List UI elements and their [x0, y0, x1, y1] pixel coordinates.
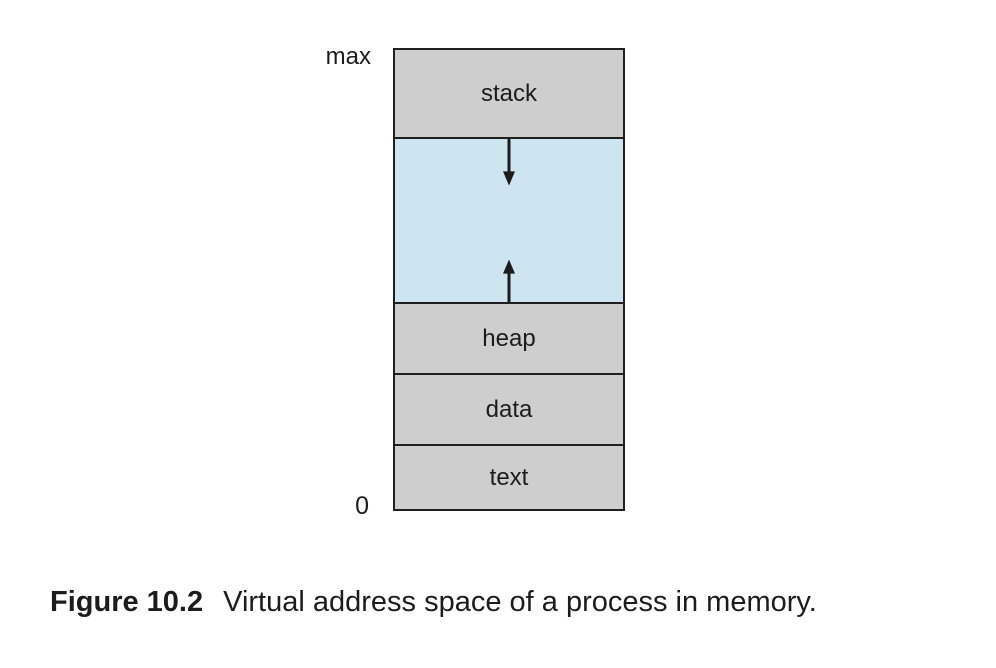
arrow-up-icon [503, 259, 515, 302]
figure-caption-text: Virtual address space of a process in me… [223, 586, 817, 618]
stack-section-label: stack [480, 79, 537, 107]
memory-section-stack: stack [395, 50, 623, 137]
address-space-diagram: stack heap data text [393, 48, 625, 511]
figure-number: Figure 10.2 [50, 586, 204, 618]
memory-section-data: data [395, 373, 623, 444]
heap-section-label: heap [482, 324, 536, 352]
memory-section-heap: heap [395, 302, 623, 373]
growth-arrows [503, 139, 515, 302]
max-address-label: max [325, 43, 371, 70]
memory-section-growth-gap [395, 137, 623, 302]
zero-address-label: 0 [355, 492, 369, 520]
data-section-label: data [485, 395, 533, 423]
figure-caption: Figure 10.2 Virtual address space of a pr… [50, 584, 817, 620]
memory-section-text: text [395, 444, 623, 509]
text-section-label: text [489, 463, 529, 491]
arrow-down-icon [503, 139, 515, 186]
